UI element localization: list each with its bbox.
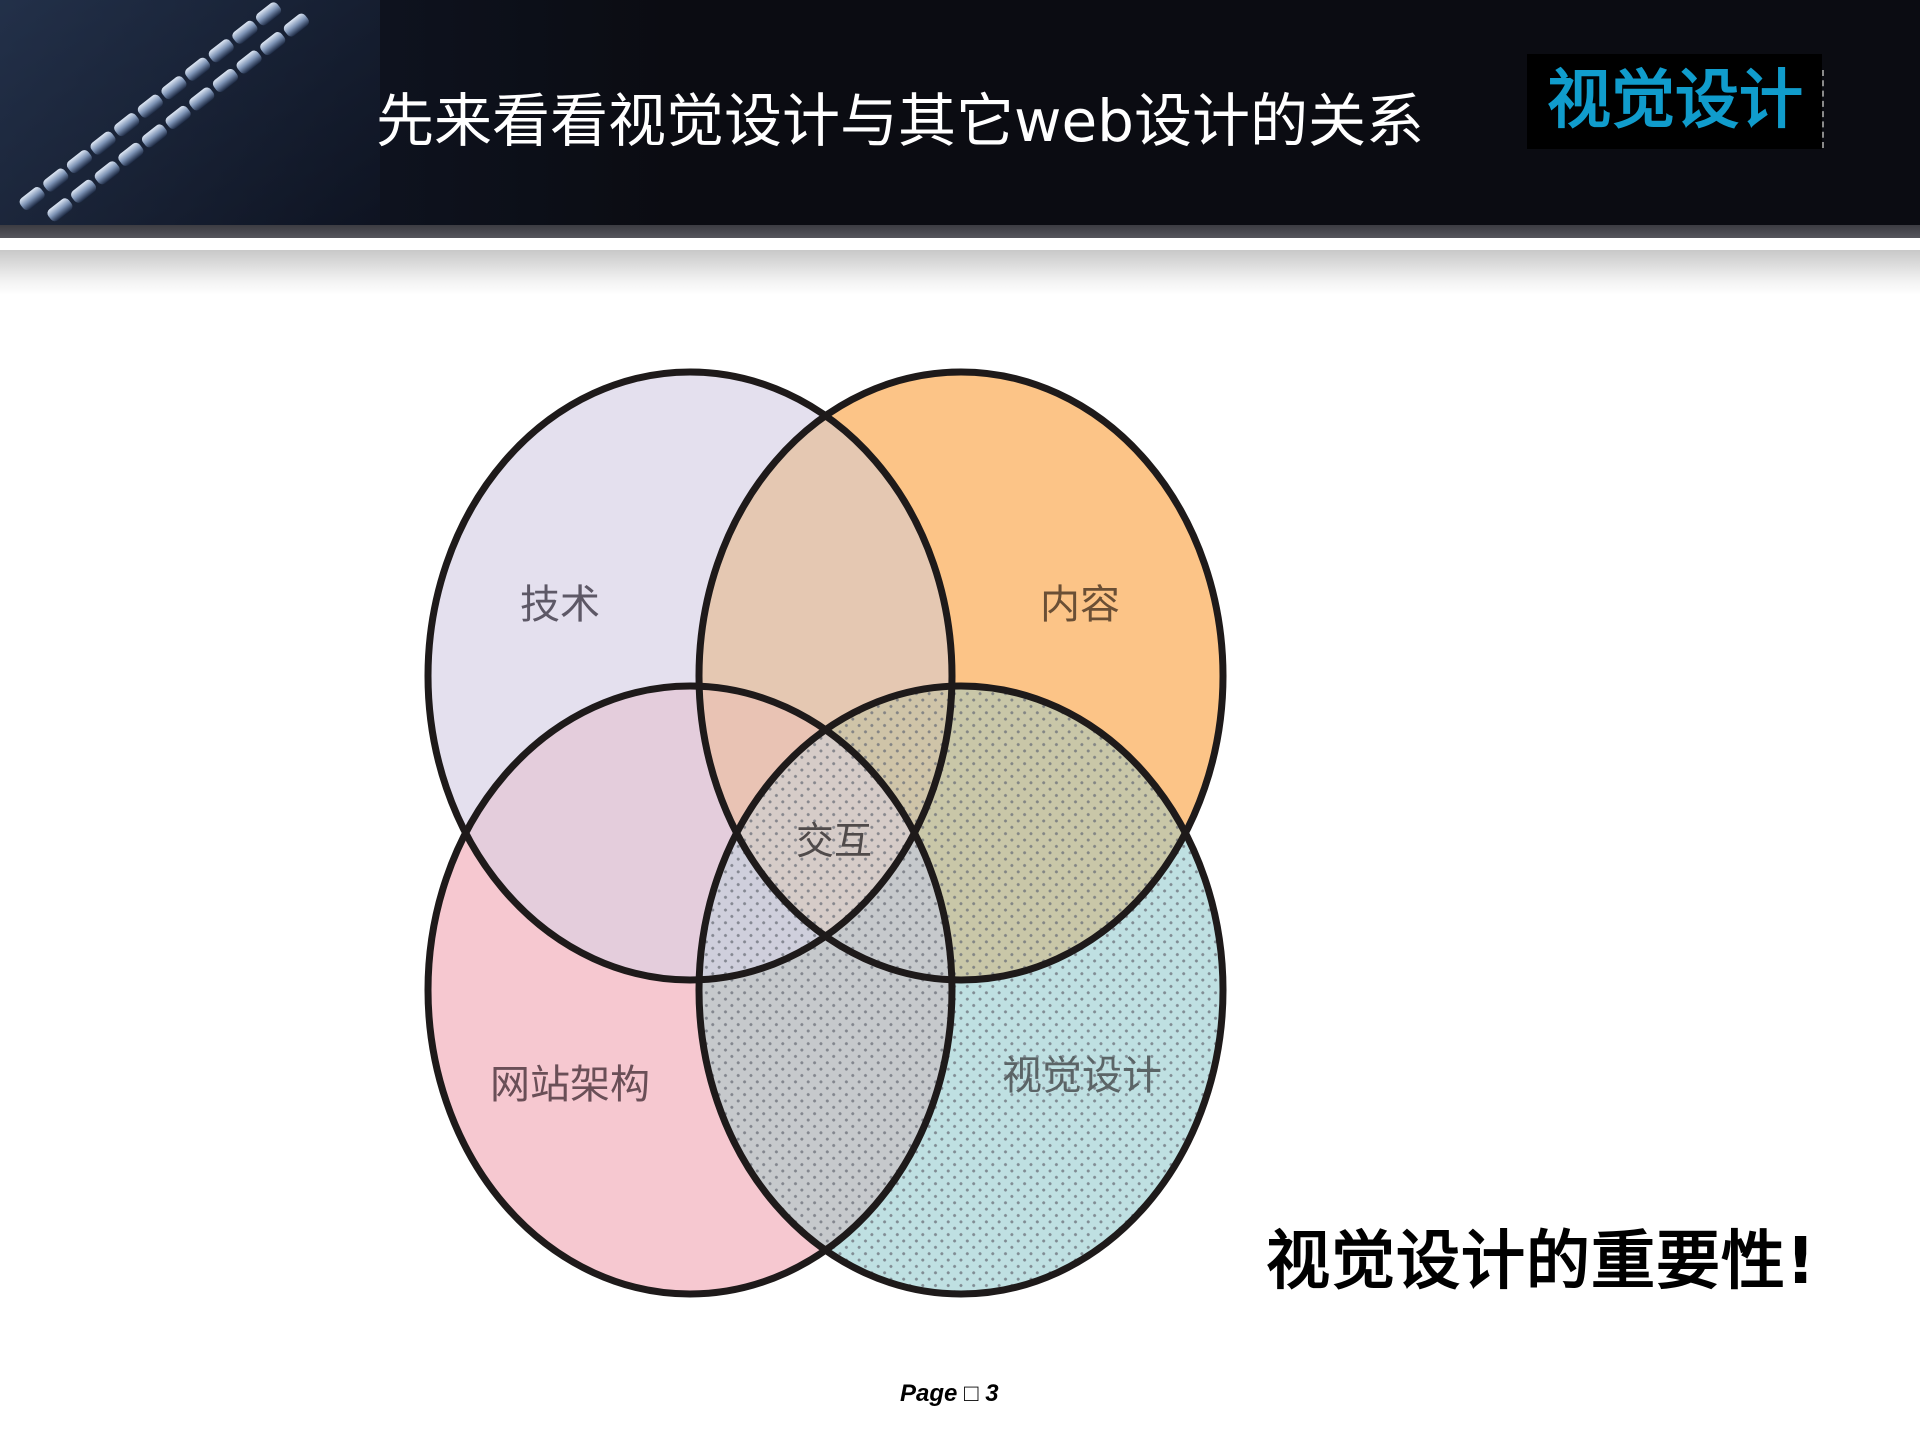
page-number: Page □ 3 [900, 1380, 999, 1407]
venn-label-visual-design: 视觉设计 [1002, 1053, 1162, 1099]
tag-dashed-edge [1822, 70, 1824, 148]
zipper-graphic [0, 0, 380, 225]
slide-header: 先来看看视觉设计与其它web设计的关系 视觉设计 [0, 0, 1920, 225]
section-tag: 视觉设计 [1527, 54, 1822, 149]
header-shadow [0, 250, 1920, 295]
slide-title: 先来看看视觉设计与其它web设计的关系 [376, 87, 1424, 155]
venn-label-architecture: 网站架构 [490, 1062, 650, 1108]
emphasis-text: 视觉设计的重要性! [1266, 1225, 1817, 1299]
header-divider [0, 225, 1920, 238]
venn-label-content: 内容 [1040, 582, 1120, 628]
venn-label-tech: 技术 [520, 582, 600, 628]
venn-label-interaction: 交互 [796, 819, 873, 863]
header-divider-highlight [0, 238, 1920, 250]
section-tag-label: 视觉设计 [1547, 64, 1803, 138]
